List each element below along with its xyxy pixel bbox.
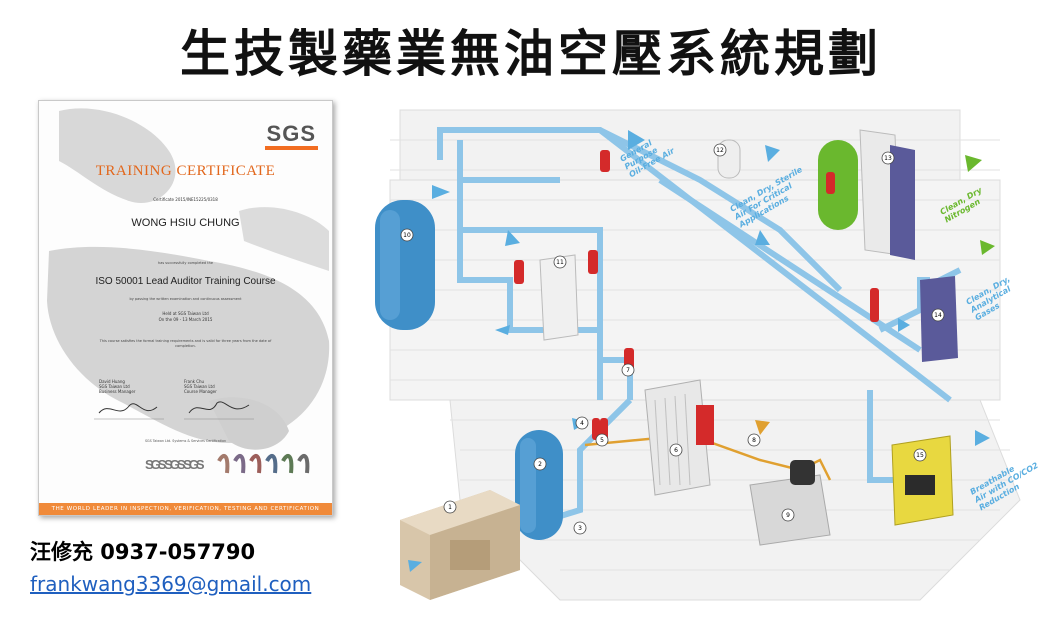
course-name: ISO 50001 Lead Auditor Training Course xyxy=(95,276,276,287)
sgs-stacked-logo: SGS SGS SGS xyxy=(145,457,205,472)
nitrogen-arrows xyxy=(965,155,995,255)
svg-text:3: 3 xyxy=(578,525,582,532)
inline-filters xyxy=(514,150,879,440)
signer-right: Frank Chu SGS Taiwan Ltd Course Manager xyxy=(184,379,217,394)
certificate-heading: TRAINING CERTIFICATE xyxy=(95,163,276,179)
marker-6: 6 xyxy=(669,443,683,457)
marker-14: 14 xyxy=(931,308,945,322)
marker-11: 11 xyxy=(553,255,567,269)
svg-text:12: 12 xyxy=(716,147,724,154)
page-title: 生技製藥業無油空壓系統規劃 xyxy=(180,25,882,83)
marker-7: 7 xyxy=(621,363,635,377)
svg-text:8: 8 xyxy=(752,437,756,444)
world-map-watermark xyxy=(47,108,330,450)
marker-2: 2 xyxy=(533,457,547,471)
certificate-bottom-bar: THE WORLD LEADER IN INSPECTION, VERIFICA… xyxy=(39,503,332,515)
compressed-air-system-diagram: General Purpose Oil-Free Air Clean, Dry,… xyxy=(375,109,1040,601)
certificate-number: Certificate 2015/INE15225/0318 xyxy=(153,197,218,202)
training-certificate: SGS TRAINING CERTIFICATE Certificate 201… xyxy=(38,100,333,516)
drain-arrow xyxy=(755,420,770,435)
marker-5: 5 xyxy=(595,433,609,447)
marker-3: 3 xyxy=(573,521,587,535)
marker-13: 13 xyxy=(881,151,895,165)
svg-text:13: 13 xyxy=(884,155,892,162)
marker-8: 8 xyxy=(747,433,761,447)
marker-9: 9 xyxy=(781,508,795,522)
number-markers: 1 2 3 4 5 6 7 8 9 10 11 12 13 14 15 xyxy=(400,143,945,535)
completed-text: has successfully completed the xyxy=(158,261,213,265)
passing-text: by passing the written examination and c… xyxy=(129,297,242,301)
svg-text:7: 7 xyxy=(626,367,630,374)
svg-text:11: 11 xyxy=(556,259,564,266)
held-on: On the 09 - 13 March 2015 xyxy=(158,317,213,322)
air-receiver-tank-2 xyxy=(515,430,563,540)
air-compressor-1 xyxy=(400,490,520,600)
held-at: Held at SGS Taiwan Ltd xyxy=(162,311,209,316)
svg-text:9: 9 xyxy=(786,512,790,519)
svg-text:14: 14 xyxy=(934,312,942,319)
marker-4: 4 xyxy=(575,416,589,430)
marker-10: 10 xyxy=(400,228,414,242)
signatures xyxy=(94,401,310,474)
svg-text:15: 15 xyxy=(916,452,924,459)
certificate-footer: SGS Taiwan Ltd. Systems & Services Certi… xyxy=(144,439,227,443)
svg-text:6: 6 xyxy=(674,447,678,454)
sgs-brush-marks xyxy=(217,454,310,474)
contact-name-phone: 汪修充 0937-057790 xyxy=(30,540,256,564)
svg-text:2: 2 xyxy=(538,461,542,468)
svg-text:1: 1 xyxy=(448,504,452,511)
svg-text:5: 5 xyxy=(600,437,604,444)
signer-left: David Huang SGS Taiwan Ltd Business Mana… xyxy=(99,379,136,394)
held-info: Held at SGS Taiwan Ltd On the 09 - 13 Ma… xyxy=(39,311,332,323)
svg-text:10: 10 xyxy=(403,232,411,239)
contact-email-link[interactable]: frankwang3369@gmail.com xyxy=(30,572,312,596)
flow-arrows xyxy=(408,130,990,572)
satisfies-text: This course satisfies the formal trainin… xyxy=(99,339,272,348)
sgs-logo: SGS xyxy=(264,123,318,150)
certificate-holder: WONG HSIU CHUNG xyxy=(131,217,240,229)
marker-15: 15 xyxy=(913,448,927,462)
marker-12: 12 xyxy=(713,143,727,157)
svg-text:4: 4 xyxy=(580,420,584,427)
marker-1: 1 xyxy=(443,500,457,514)
air-receiver-tank-10 xyxy=(375,200,435,330)
breathing-air-unit-15 xyxy=(891,435,954,526)
desiccant-dryer-6 xyxy=(644,379,714,496)
